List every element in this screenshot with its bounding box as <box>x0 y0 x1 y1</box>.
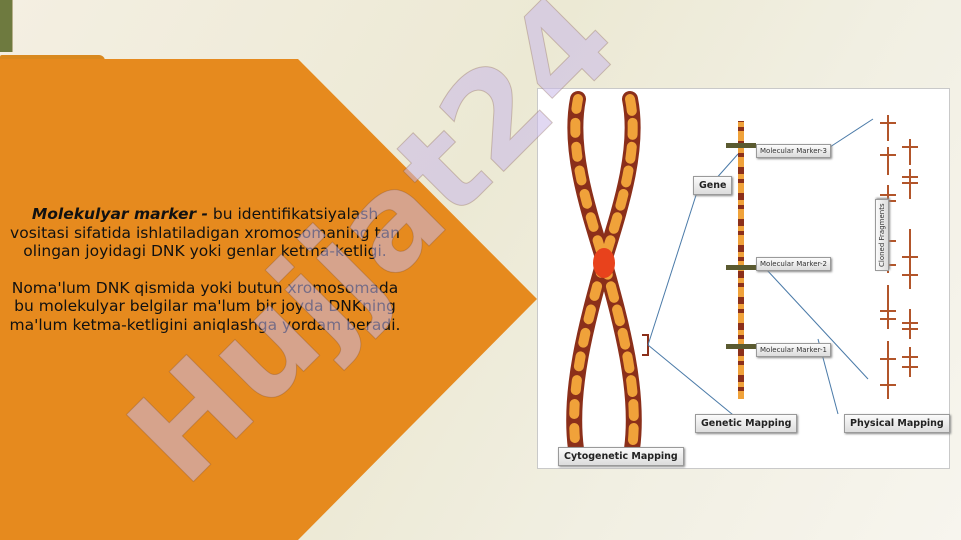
cloned-fragments-label: Cloned Fragments <box>875 199 889 271</box>
marker2-label: Molecular Marker-2 <box>756 257 831 271</box>
definition-term: Molekulyar marker - <box>31 205 208 223</box>
marker1-label: Molecular Marker-1 <box>756 343 831 357</box>
corner-accent-line <box>12 0 13 52</box>
gene-label: Gene <box>693 176 733 195</box>
mapping-diagram <box>566 91 918 457</box>
physical-mapping-label: Physical Mapping <box>844 414 950 433</box>
second-paragraph: Noma'lum DNK qismida yoki butun xromosom… <box>9 278 401 334</box>
chromosome-graphic <box>566 91 649 457</box>
text-box: Molekulyar marker - bu identifikatsiyala… <box>8 205 402 352</box>
cytogenetic-mapping-label: Cytogenetic Mapping <box>558 447 684 466</box>
genetic-mapping-label: Genetic Mapping <box>695 414 798 433</box>
orange-arrow-panel <box>0 59 537 540</box>
genetic-map-bar <box>726 121 756 399</box>
definition-body: bu identifikatsiyalash vositasi sifatida… <box>10 205 400 260</box>
definition-paragraph: Molekulyar marker - bu identifikatsiyala… <box>8 205 402 261</box>
corner-accent-bar <box>0 0 12 52</box>
marker3-label: Molecular Marker-3 <box>756 144 831 158</box>
molecular-marker-figure: Gene Molecular Marker-3 Molecular Marker… <box>537 88 950 469</box>
